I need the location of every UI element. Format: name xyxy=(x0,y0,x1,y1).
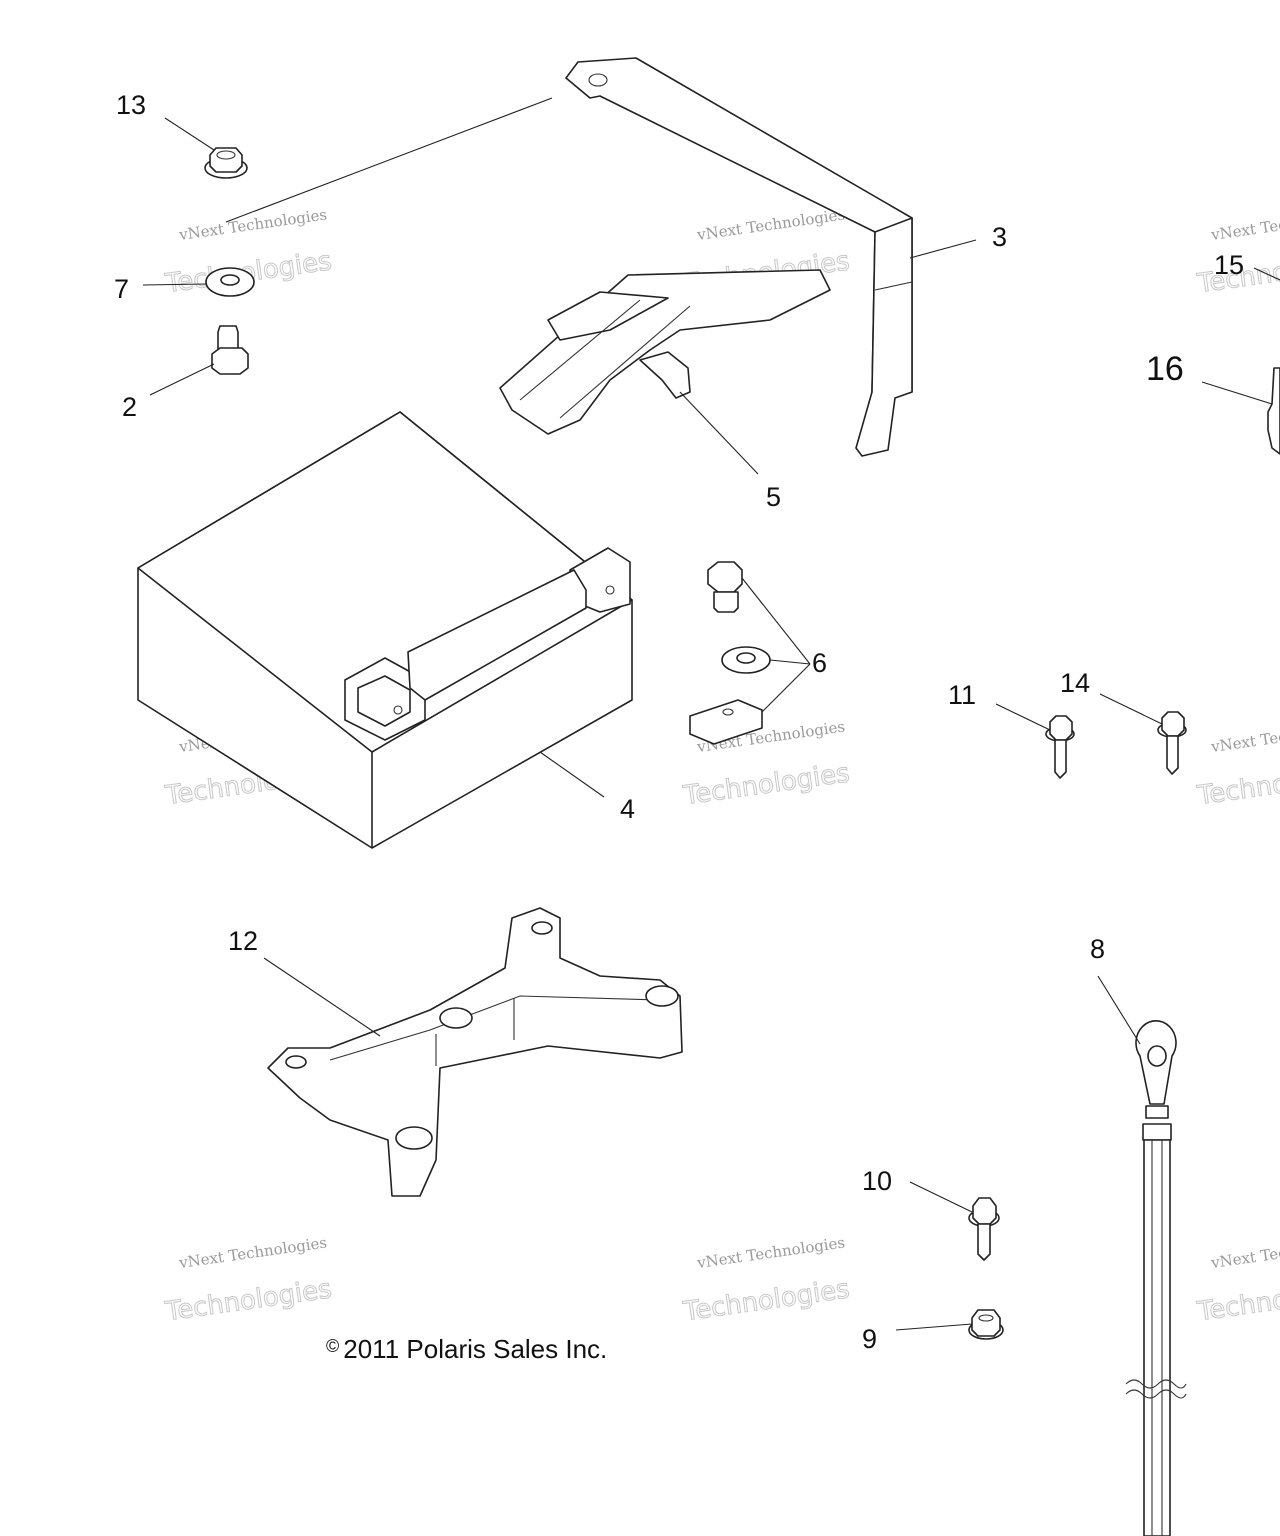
svg-text:vNext Technologies: vNext Technologies xyxy=(1209,717,1280,756)
part-2-bolt xyxy=(211,325,249,375)
callout-13: 13 xyxy=(116,90,146,120)
part-6-terminal-hardware xyxy=(689,561,771,745)
svg-text:vNext Technologies: vNext Technologies xyxy=(1209,205,1280,244)
part-4-battery xyxy=(137,411,633,849)
callout-numbers: 13 7 2 3 5 4 6 11 14 12 8 10 9 15 16 xyxy=(114,90,1244,1354)
callout-8: 8 xyxy=(1090,934,1105,964)
callout-10: 10 xyxy=(862,1166,892,1196)
copyright-text: 2011 Polaris Sales Inc. xyxy=(343,1334,608,1364)
callout-5: 5 xyxy=(766,482,781,512)
part-7-washer xyxy=(205,267,255,297)
watermark: Technologies vNext Technologies xyxy=(162,1233,334,1327)
part-11-bolt xyxy=(1045,715,1075,779)
svg-text:Technologies: Technologies xyxy=(681,1274,852,1327)
watermark: Technologies vNext Technologies xyxy=(1194,1233,1280,1327)
callout-16: 16 xyxy=(1146,350,1184,388)
part-12-battery-bracket xyxy=(267,907,683,1197)
part-10-bolt xyxy=(968,1197,1000,1261)
svg-text:vNext Technologies: vNext Technologies xyxy=(695,205,846,244)
watermark: Technologies vNext Technologies xyxy=(680,1233,852,1327)
callout-3: 3 xyxy=(992,222,1007,252)
part-14-bolt xyxy=(1157,711,1187,775)
part-3-hold-down-strap xyxy=(565,57,913,457)
part-8-ground-cable xyxy=(1125,1020,1187,1536)
callout-9: 9 xyxy=(862,1324,877,1354)
callout-14: 14 xyxy=(1060,668,1090,698)
callout-2: 2 xyxy=(122,392,137,422)
svg-text:vNext Technologies: vNext Technologies xyxy=(1209,1233,1280,1272)
callout-11: 11 xyxy=(948,680,976,710)
svg-text:Technologies: Technologies xyxy=(163,1274,334,1327)
callout-7: 7 xyxy=(114,274,129,304)
part-13-flange-nut xyxy=(204,147,248,179)
part-16-fuse-holder xyxy=(1267,367,1280,455)
callout-6: 6 xyxy=(812,648,827,678)
svg-text:vNext Technologies: vNext Technologies xyxy=(695,1233,846,1272)
svg-text:vNext Technologies: vNext Technologies xyxy=(177,205,328,244)
callout-12: 12 xyxy=(228,926,258,956)
callout-4: 4 xyxy=(620,794,635,824)
copyright-notice: ©2011 Polaris Sales Inc. xyxy=(326,1334,607,1365)
svg-text:Technologies: Technologies xyxy=(681,758,852,811)
svg-text:Technologies: Technologies xyxy=(1195,758,1280,811)
part-5-battery-pad xyxy=(499,269,831,435)
leader-lines xyxy=(142,97,1280,1331)
svg-text:vNext Technologies: vNext Technologies xyxy=(177,1233,328,1272)
part-9-nut xyxy=(968,1309,1004,1340)
watermark: Technologies vNext Technologies xyxy=(1194,717,1280,811)
svg-text:Technologies: Technologies xyxy=(1195,1274,1280,1327)
callout-15: 15 xyxy=(1214,250,1244,280)
copyright-symbol: © xyxy=(326,1336,340,1356)
